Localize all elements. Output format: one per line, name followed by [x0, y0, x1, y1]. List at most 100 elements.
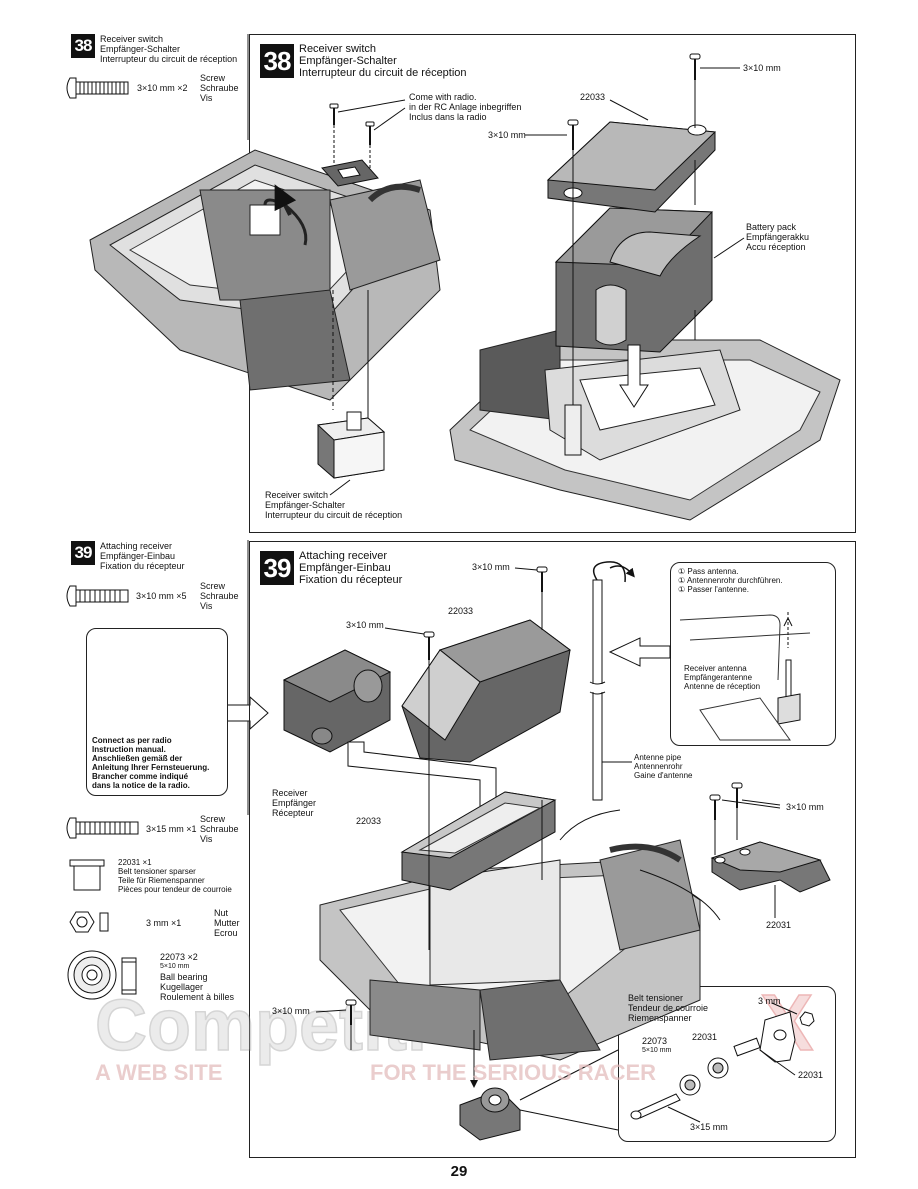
chassis-39 — [319, 839, 701, 1061]
screw2-de: Schraube — [200, 824, 239, 834]
page-number: 29 — [450, 1163, 468, 1180]
title-en: Attaching receiver — [299, 550, 388, 562]
step-39-title: Attaching receiver Empfänger-Einbau Fixa… — [299, 550, 402, 586]
bearing-size: 5×10 mm — [160, 963, 190, 970]
title-fr: Fixation du récepteur — [100, 561, 185, 571]
connect-note-box — [86, 628, 228, 796]
come-with-radio: Come with radio. in der RC Anlage inbegr… — [409, 92, 521, 122]
switch-fr: Interrupteur du circuit de réception — [265, 510, 403, 520]
step-38-title-small: Receiver switch Empfänger-Schalter Inter… — [100, 34, 237, 64]
screw-fr: Vis — [200, 93, 213, 103]
screw2-label: Screw Schraube Vis — [200, 814, 239, 844]
bearing-no: 22073 ×2 — [160, 952, 198, 962]
receiver-tray-22033 — [400, 791, 557, 891]
nut-fr: Ecrou — [214, 928, 238, 938]
part-22033: 22033 — [580, 92, 606, 102]
switch-en: Receiver switch — [265, 490, 329, 500]
switch-plate-icon — [321, 159, 379, 187]
spacer-de: Teile für Riemenspanner — [118, 876, 205, 885]
rx-ant-fr: Antenne de réception — [684, 682, 761, 691]
antenna-pipe-label: Antenne pipe Antennenrohr Gaine d'antenn… — [634, 753, 692, 780]
step-38-badge-small: 38 — [71, 34, 95, 58]
bt-fr: Tendeur de courroie — [628, 1003, 709, 1013]
antenna-pipe-icon — [589, 561, 635, 801]
bearing-label: 22073 ×2 5×10 mm Ball bearing Kugellager… — [160, 952, 234, 1002]
receiver-de: Empfänger — [272, 798, 317, 808]
antenna-step-2: ① Antennenrohr durchführen. — [678, 576, 783, 585]
switch-label: Receiver switch Empfänger-Schalter Inter… — [265, 490, 402, 520]
note-5: Brancher comme indiqué — [92, 772, 189, 781]
step-38-title: Receiver switch Empfänger-Schalter Inter… — [299, 43, 467, 79]
step-39-badge: 39 — [260, 551, 294, 585]
bt-22073-size: 5×10 mm — [642, 1047, 672, 1054]
screw-top: 3×10 mm — [472, 562, 510, 572]
watermark-tagline-right: FOR THE SERIOUS RACER — [370, 1060, 657, 1085]
rx-ant-de: Empfängerantenne — [684, 673, 753, 682]
battery-pack-icon — [554, 207, 714, 353]
screws-right: 3×10 mm — [786, 802, 824, 812]
title-en: Receiver switch — [299, 43, 377, 55]
screw-label-a: 3×10 mm — [488, 130, 526, 140]
battery-fr: Accu réception — [746, 242, 806, 252]
belt-tensioner-title: Belt tensioner Tendeur de courroie Rieme… — [628, 993, 708, 1023]
nut-de: Mutter — [214, 918, 240, 928]
come-en: Come with radio. — [409, 92, 477, 102]
come-fr: Inclus dans la radio — [409, 112, 487, 122]
screw2-size: 3×15 mm ×1 — [146, 824, 197, 834]
bt-22073: 22073 — [642, 1036, 668, 1046]
chassis-left — [89, 149, 441, 401]
step-39-frame — [249, 541, 856, 1158]
bearing-en: Ball bearing — [160, 972, 208, 982]
screw-label-b: 3×10 mm — [743, 63, 781, 73]
nut-size: 3 mm ×1 — [146, 918, 182, 928]
bt-nut: 3 mm — [758, 996, 781, 1006]
bt-22073-label: 22073 5×10 mm — [642, 1036, 671, 1056]
note-2: Instruction manual. — [92, 745, 166, 754]
screw-left: 3×10 mm — [272, 1006, 310, 1016]
title-de: Empfänger-Einbau — [299, 562, 391, 574]
antenna-step-1: ① Pass antenna. — [678, 567, 739, 576]
connect-note: Connect as per radio Instruction manual.… — [92, 736, 209, 790]
spacer-en: Belt tensioner sparser — [118, 867, 196, 876]
bracket-22031 — [710, 841, 831, 893]
title-en: Receiver switch — [100, 34, 164, 44]
nut-label: Nut Mutter Ecrou — [214, 908, 240, 938]
title-fr: Interrupteur du circuit de réception — [100, 54, 238, 64]
receiver-en: Receiver — [272, 788, 308, 798]
come-de: in der RC Anlage inbegriffen — [409, 102, 522, 112]
receiver-icon — [282, 649, 392, 753]
spacer-no: 22031 ×1 — [118, 858, 152, 867]
screw-mid: 3×10 mm — [346, 620, 384, 630]
screw2-en: Screw — [200, 814, 226, 824]
note-1: Connect as per radio — [92, 736, 172, 745]
screw-label: Screw Schraube Vis — [200, 73, 239, 103]
title-fr: Interrupteur du circuit de réception — [299, 67, 467, 79]
part-22033-top: 22033 — [448, 606, 474, 616]
bt-de: Riemenspanner — [628, 1013, 692, 1023]
screw-de: Schraube — [200, 591, 239, 601]
battery-label: Battery pack Empfängerakku Accu réceptio… — [746, 222, 809, 252]
step-39-badge-small: 39 — [71, 541, 95, 565]
part-22031: 22031 — [766, 920, 792, 930]
screw-label: Screw Schraube Vis — [200, 581, 239, 611]
antenna-step-3: ① Passer l'antenne. — [678, 585, 749, 594]
part-22033-low: 22033 — [356, 816, 382, 826]
pipe-fr: Gaine d'antenne — [634, 771, 693, 780]
bearing-de: Kugellager — [160, 982, 204, 992]
receiver-fr: Récepteur — [272, 808, 314, 818]
title-de: Empfänger-Einbau — [100, 551, 176, 561]
receiver-cover-22033 — [401, 619, 572, 763]
bt-en: Belt tensioner — [628, 993, 684, 1003]
step-39-title-small: Attaching receiver Empfänger-Einbau Fixa… — [100, 541, 185, 571]
rx-ant-en: Receiver antenna — [684, 664, 747, 673]
battery-en: Battery pack — [746, 222, 797, 232]
spacer-label: 22031 ×1 Belt tensioner sparser Teile fü… — [118, 858, 232, 894]
pipe-en: Antenne pipe — [634, 753, 682, 762]
screw-fr: Vis — [200, 601, 213, 611]
switch-de: Empfänger-Schalter — [265, 500, 346, 510]
screw2-fr: Vis — [200, 834, 213, 844]
receiver-label: Receiver Empfänger Récepteur — [272, 788, 316, 818]
note-3: Anschließen gemäß der — [92, 754, 183, 763]
